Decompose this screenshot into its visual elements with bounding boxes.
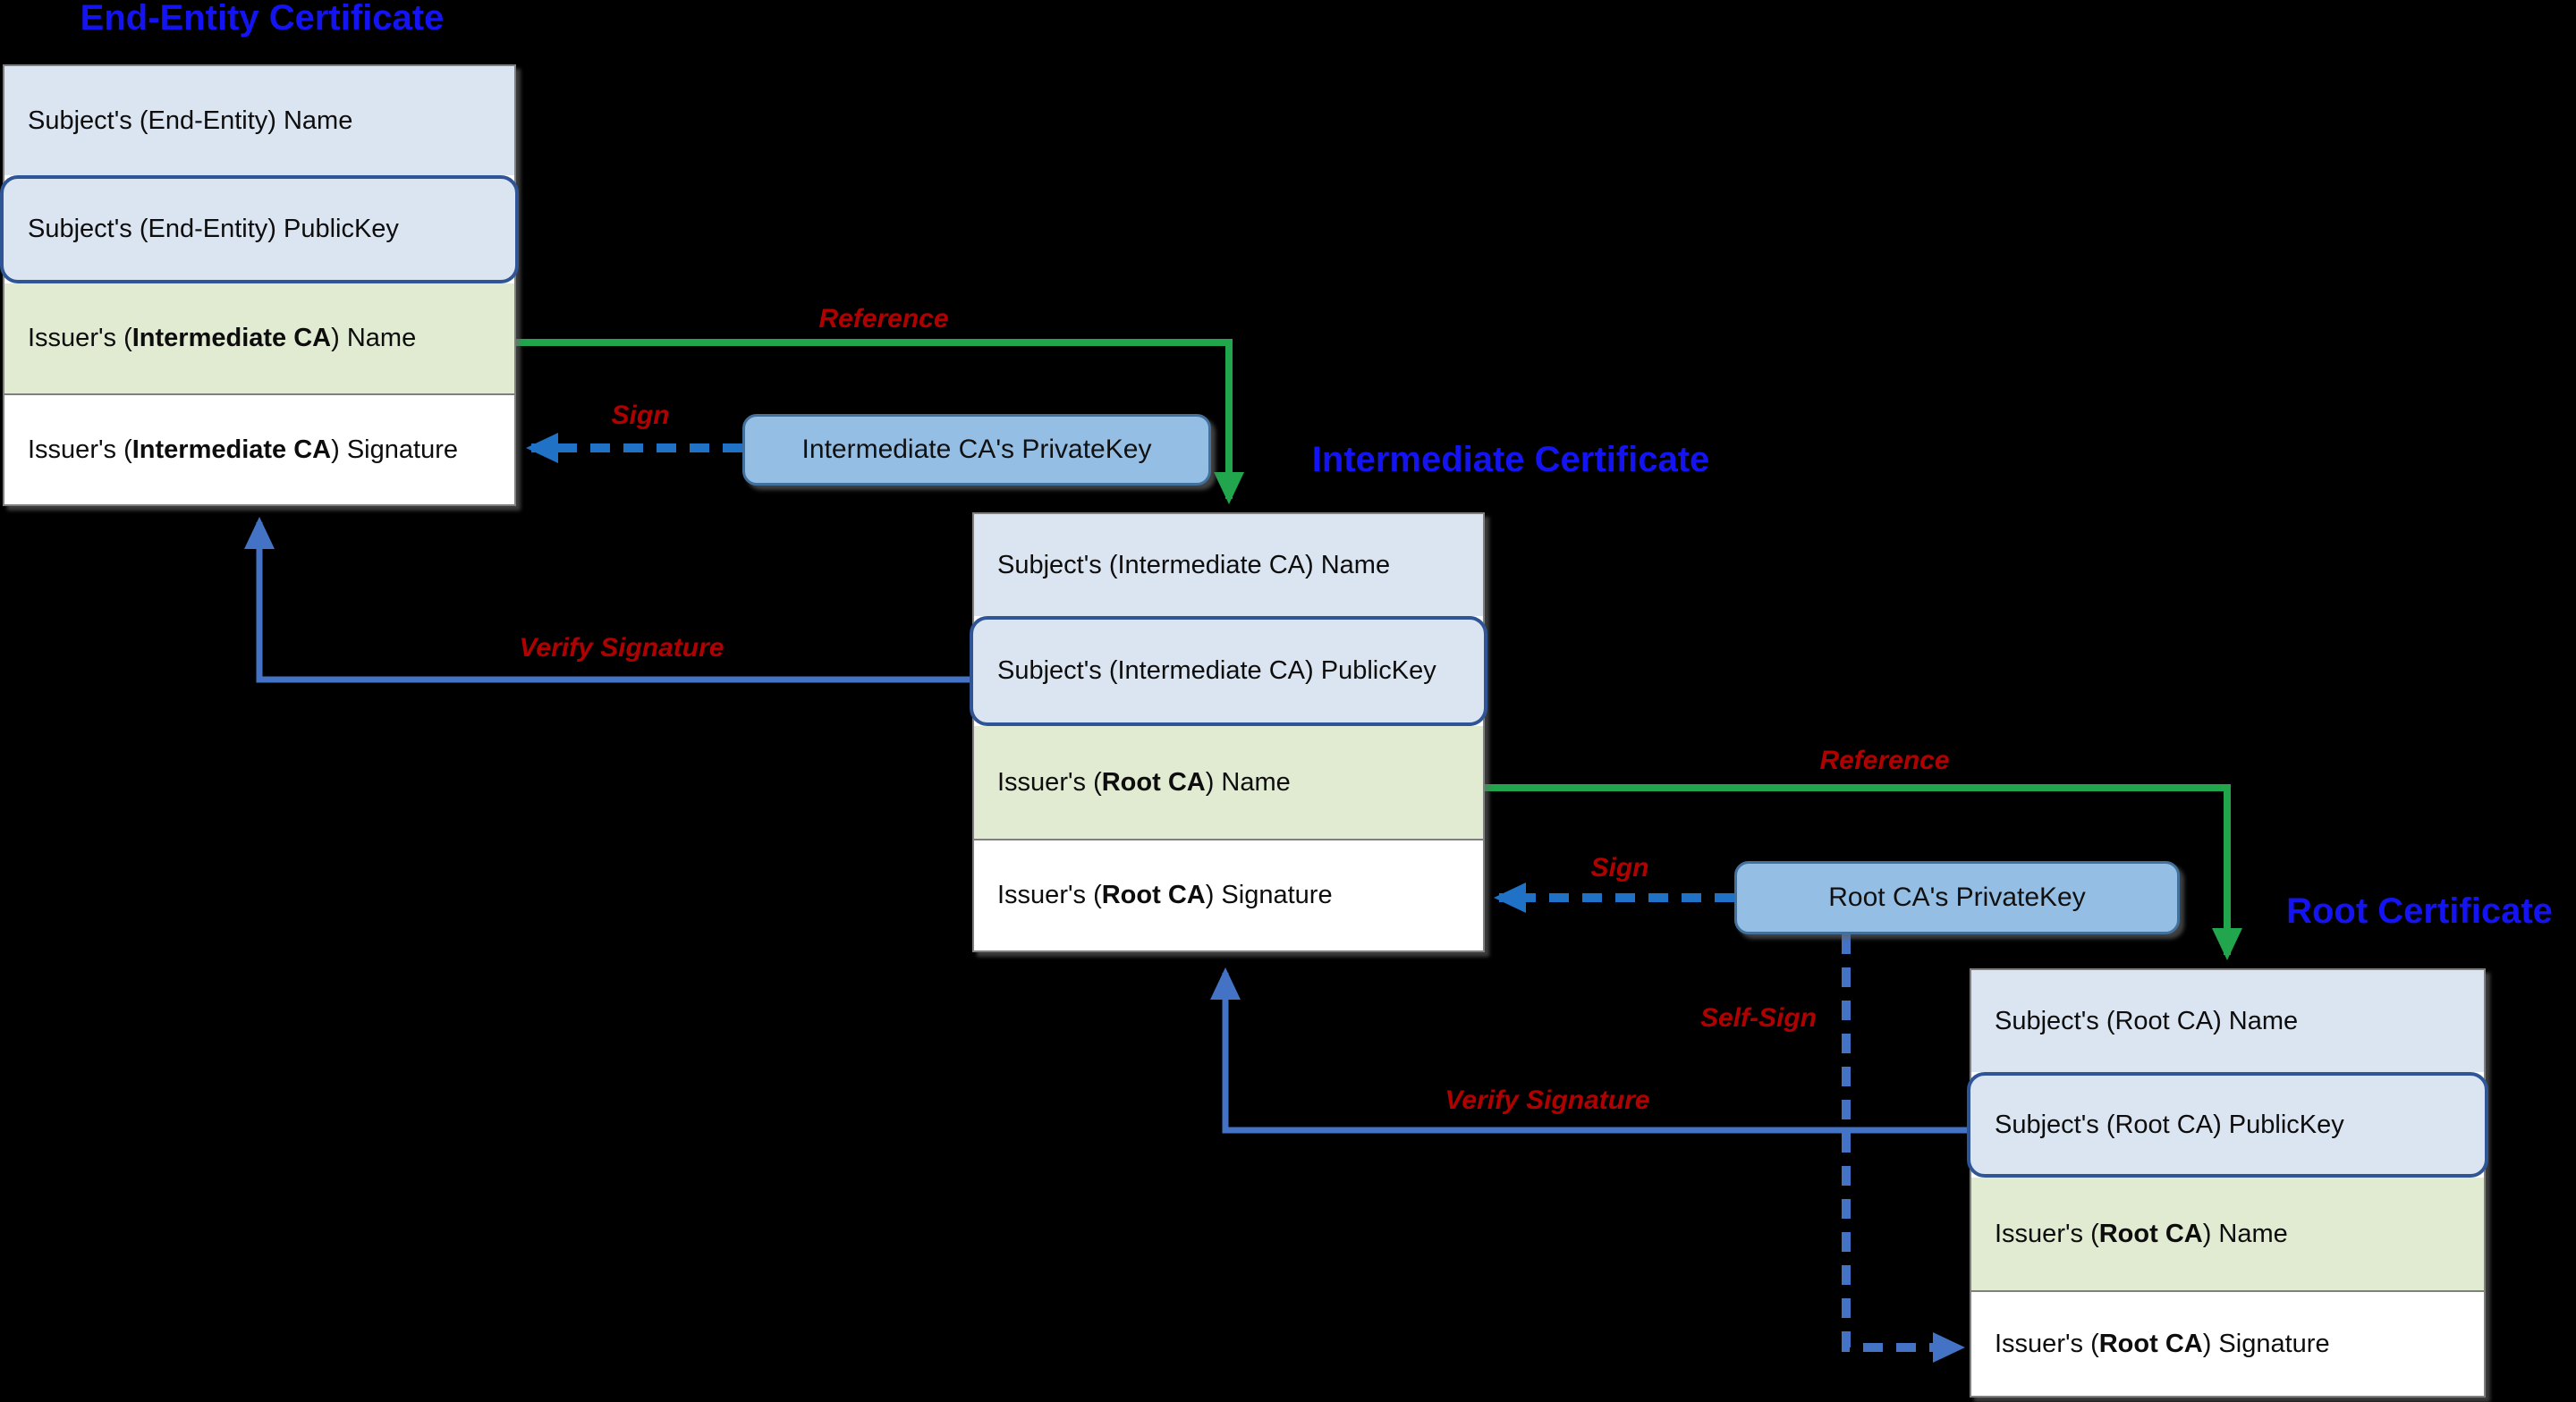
cert-row-subject-name: Subject's (Root CA) Name	[1971, 970, 2484, 1072]
cert-row-subject-publickey: Subject's (End-Entity) PublicKey	[0, 175, 519, 283]
cert-row-label: Issuer's (	[1995, 1219, 2099, 1248]
intermediate-certificate-box: Subject's (Intermediate CA) Name Subject…	[970, 512, 1487, 952]
cert-row-label: Subject's (Intermediate CA) Name	[997, 550, 1391, 579]
intermediate-certificate-title: Intermediate Certificate	[1311, 440, 1710, 479]
cert-row-label: Issuer's (	[997, 767, 1102, 797]
cert-row-subject-name: Subject's (Intermediate CA) Name	[974, 514, 1483, 616]
cert-row-label: Issuer's (	[28, 435, 132, 464]
arrow-label-verify-signature-1: Verify Signature	[519, 633, 724, 663]
root-certificate-box: Subject's (Root CA) Name Subject's (Root…	[1967, 968, 2488, 1398]
arrow-label-verify-signature-2: Verify Signature	[1445, 1085, 1650, 1115]
end-entity-certificate-box: Subject's (End-Entity) Name Subject's (E…	[0, 64, 519, 506]
cert-row-issuer-signature: Issuer's (Root CA) Signature	[1971, 1290, 2484, 1396]
arrow-label-sign-2: Sign	[1590, 853, 1649, 883]
self-sign-arrow	[1842, 934, 1965, 1363]
cert-row-label: Subject's (Root CA) PublicKey	[1995, 1110, 2344, 1139]
cert-row-issuer-name: Issuer's (Intermediate CA) Name	[4, 283, 514, 393]
intermediate-ca-privatekey-box: Intermediate CA's PrivateKey	[742, 414, 1211, 486]
root-ca-privatekey-box: Root CA's PrivateKey	[1734, 861, 2180, 934]
cert-row-issuer-name: Issuer's (Root CA) Name	[1971, 1178, 2484, 1290]
cert-row-label: Subject's (End-Entity) Name	[28, 106, 353, 135]
cert-row-label: Subject's (End-Entity) PublicKey	[28, 215, 399, 243]
cert-row-label: Issuer's (	[997, 881, 1102, 909]
end-entity-certificate-title: End-Entity Certificate	[80, 0, 445, 38]
arrow-label-sign-1: Sign	[611, 401, 670, 430]
root-certificate-title: Root Certificate	[2286, 891, 2553, 931]
cert-row-subject-publickey: Subject's (Intermediate CA) PublicKey	[970, 616, 1487, 726]
cert-row-subject-publickey: Subject's (Root CA) PublicKey	[1967, 1072, 2488, 1178]
cert-row-subject-name: Subject's (End-Entity) Name	[4, 66, 514, 175]
arrow-label-self-sign: Self-Sign	[1699, 1003, 1817, 1033]
cert-row-label: Issuer's (	[1995, 1329, 2099, 1358]
cert-row-label: Subject's (Intermediate CA) PublicKey	[997, 656, 1436, 685]
cert-row-issuer-signature: Issuer's (Root CA) Signature	[974, 839, 1483, 950]
arrow-label-reference-1: Reference	[818, 304, 949, 334]
cert-row-issuer-signature: Issuer's (Intermediate CA) Signature	[4, 393, 514, 504]
arrow-label-reference-2: Reference	[1819, 746, 1950, 775]
cert-row-label: Subject's (Root CA) Name	[1995, 1006, 2299, 1035]
cert-row-label: Issuer's (	[28, 324, 132, 352]
cert-row-issuer-name: Issuer's (Root CA) Name	[974, 726, 1483, 839]
